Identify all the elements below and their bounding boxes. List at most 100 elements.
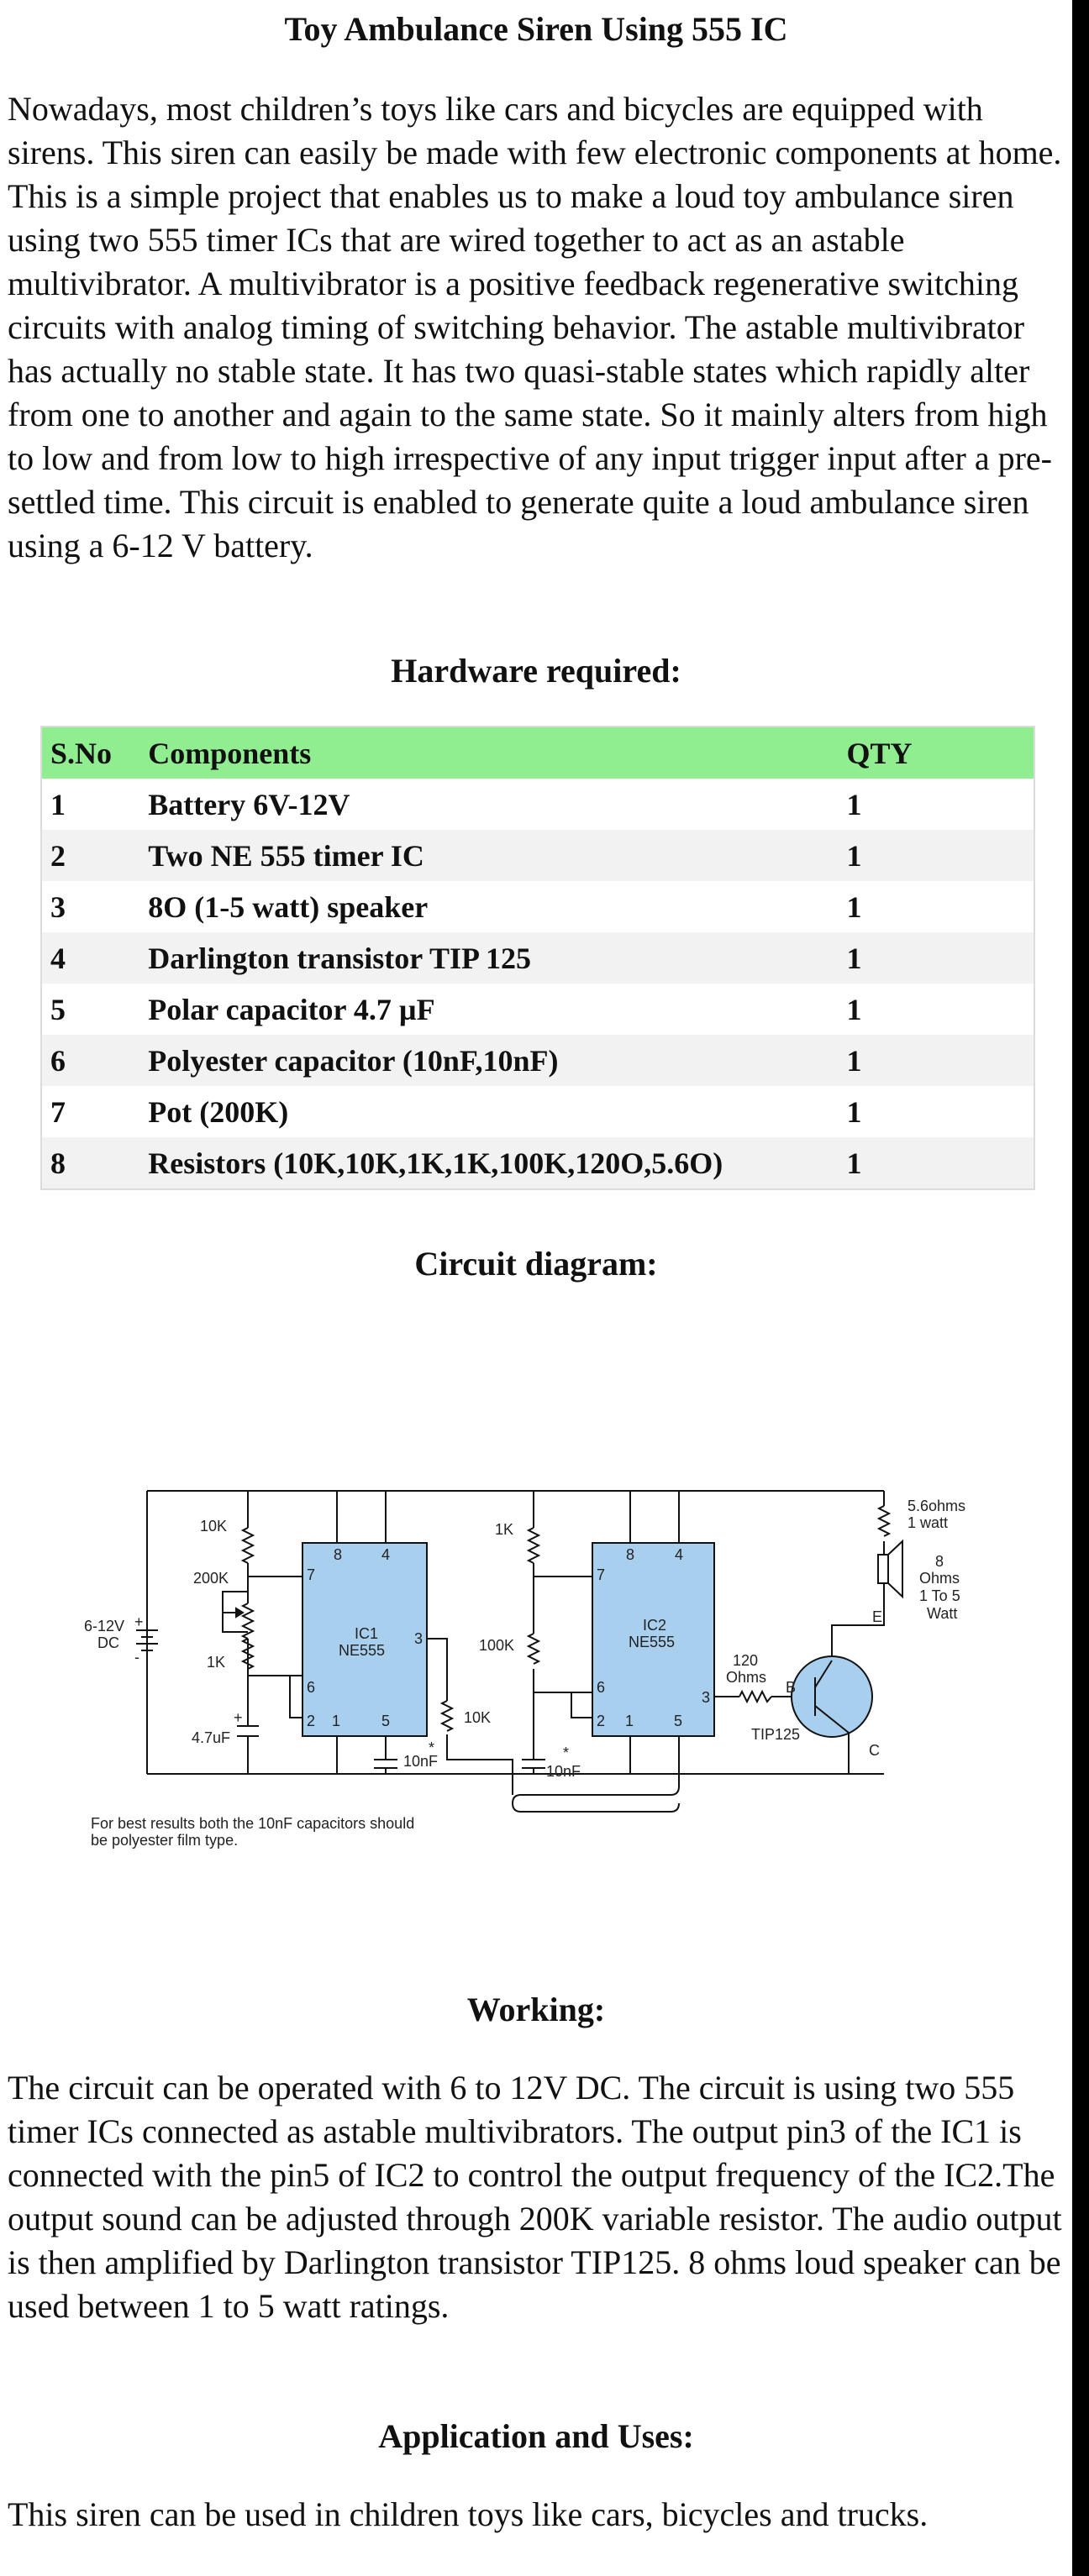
column-header-qty: QTY <box>846 736 913 770</box>
cell-sno: 2 <box>50 838 66 873</box>
table-row: 2 Two NE 555 timer IC 1 <box>41 830 1034 881</box>
ic1-pin-8: 8 <box>334 1546 342 1563</box>
speaker-body <box>877 1554 889 1584</box>
capacitor-10nf-2-mark: * <box>563 1744 569 1761</box>
base-resistor-unit: Ohms <box>726 1669 766 1686</box>
cell-qty: 1 <box>846 1043 862 1078</box>
cell-qty: 1 <box>846 941 862 975</box>
base-resistor-value: 120 <box>733 1652 758 1669</box>
capacitor-10nf-1-label: 10nF <box>403 1753 438 1770</box>
cell-component: Darlington transistor TIP 125 <box>148 941 531 975</box>
capacitor-10nf-2 <box>522 1759 545 1769</box>
ic1-pin-3: 3 <box>414 1630 423 1647</box>
cell-component: Battery 6V-12V <box>148 787 350 821</box>
cell-qty: 1 <box>846 787 862 821</box>
speaker-impedance: 8 <box>935 1553 944 1570</box>
supply-label-voltage: 6-12V <box>84 1618 124 1634</box>
capacitor-10nf-1 <box>374 1759 397 1769</box>
cell-qty: 1 <box>846 838 862 873</box>
resistor-200k-label: 200K <box>193 1570 229 1587</box>
cell-qty: 1 <box>846 889 862 924</box>
intro-paragraph: Nowadays, most children’s toys like cars… <box>8 90 1062 564</box>
wire-emitter <box>831 1583 885 1660</box>
components-table: S.No Components QTY 1 Battery 6V-12V 1 2… <box>40 726 1035 1190</box>
table-row: 5 Polar capacitor 4.7 µF 1 <box>41 984 1034 1035</box>
cell-component: Two NE 555 timer IC <box>148 838 424 873</box>
ic2-pin-7: 7 <box>597 1566 605 1583</box>
table-row: 3 8O (1-5 watt) speaker 1 <box>41 881 1034 932</box>
resistor-10k-left-label: 10K <box>200 1518 227 1535</box>
resistor-100k-label: 100K <box>479 1637 514 1654</box>
ic2-part-number: NE555 <box>629 1634 675 1650</box>
circuit-diagram-heading: Circuit diagram: <box>414 1245 658 1283</box>
transistor-label: TIP125 <box>751 1726 800 1743</box>
speaker-resistor-rating: 1 watt <box>908 1514 948 1531</box>
ic2-pin-1: 1 <box>625 1713 634 1729</box>
capacitor-10nf-1-mark: * <box>429 1739 434 1756</box>
ic1-pin-1: 1 <box>332 1713 340 1729</box>
resistor-1k-right-label: 1K <box>495 1521 513 1538</box>
resistor-10k-output-label: 10K <box>464 1709 491 1726</box>
ic1-label: IC1 <box>355 1625 378 1642</box>
ic2-pin-4: 4 <box>675 1546 683 1563</box>
circuit-note-line-2: be polyester film type. <box>91 1832 238 1849</box>
resistor-5-6-ohms <box>876 1505 892 1537</box>
ic2-pin-6: 6 <box>597 1679 605 1696</box>
page-title: Toy Ambulance Siren Using 555 IC <box>284 10 788 48</box>
resistor-200k-pot <box>240 1603 255 1640</box>
battery-plus-mark: + <box>134 1613 144 1630</box>
ic1-pin-5: 5 <box>381 1713 390 1729</box>
capacitor-4-7uf <box>237 1725 259 1737</box>
battery-minus-mark: - <box>134 1649 139 1666</box>
cell-component: Polar capacitor 4.7 µF <box>148 992 435 1026</box>
transistor-pin-b: B <box>786 1679 796 1696</box>
circuit-note-line-1: For best results both the 10nF capacitor… <box>91 1815 414 1832</box>
cell-component: 8O (1-5 watt) speaker <box>148 889 429 924</box>
page-scrollbar[interactable] <box>1072 0 1089 2576</box>
capacitor-4-7uf-label: 4.7uF <box>192 1729 230 1746</box>
resistor-100k <box>526 1633 541 1665</box>
column-header-components: Components <box>148 736 312 770</box>
speaker-impedance-unit: Ohms <box>919 1570 960 1587</box>
capacitor-4-7uf-polarity: + <box>234 1709 243 1726</box>
cell-qty: 1 <box>846 1146 862 1180</box>
transistor-pin-e: E <box>872 1608 882 1625</box>
wire-ic1-pin3 <box>427 1638 448 1701</box>
working-heading: Working: <box>466 1991 606 2028</box>
resistor-10k-left <box>240 1527 255 1564</box>
speaker-power-unit: Watt <box>927 1605 957 1622</box>
cell-sno: 3 <box>50 889 66 924</box>
table-row: 7 Pot (200K) 1 <box>41 1086 1034 1137</box>
ic2-chip <box>592 1542 715 1737</box>
column-header-sno: S.No <box>50 736 113 770</box>
cell-sno: 1 <box>50 787 66 821</box>
transistor-tip125 <box>791 1655 873 1738</box>
capacitor-10nf-2-label: 10nF <box>546 1763 581 1780</box>
circuit-diagram: 6-12V DC + - 10K 200K 1K 1K 100K 10K 4.7… <box>84 1490 965 1849</box>
speaker-cone <box>887 1539 903 1599</box>
ic2-label: IC2 <box>643 1617 666 1634</box>
resistor-1k-left <box>240 1638 255 1670</box>
wire-ic2-pin2 <box>571 1692 592 1718</box>
pot-arrow-head <box>235 1607 245 1619</box>
wire-ic2-pin5 <box>511 1736 680 1813</box>
cell-sno: 6 <box>50 1043 66 1078</box>
speaker-resistor-value: 5.6ohms <box>908 1498 965 1514</box>
ic1-pin-2: 2 <box>307 1713 315 1729</box>
applications-paragraph: This siren can be used in children toys … <box>8 2495 929 2533</box>
wire-ic1-pin2 <box>289 1676 302 1718</box>
table-row: 8 Resistors (10K,10K,1K,1K,100K,120O,5.6… <box>41 1137 1034 1189</box>
table-row: 4 Darlington transistor TIP 125 1 <box>41 932 1034 984</box>
transistor-emitter-leg <box>814 1660 833 1688</box>
ic1-pin-6: 6 <box>307 1679 315 1696</box>
wire-r10k-ic1out <box>446 1734 513 1795</box>
ic1-part-number: NE555 <box>339 1642 385 1659</box>
cell-qty: 1 <box>846 1094 862 1129</box>
cell-sno: 5 <box>50 992 66 1026</box>
working-paragraph: The circuit can be operated with 6 to 12… <box>8 2069 1062 2325</box>
cell-component: Resistors (10K,10K,1K,1K,100K,120O,5.6O) <box>148 1146 723 1180</box>
resistor-1k-right <box>526 1527 541 1564</box>
wire-pot-wiper <box>222 1591 248 1613</box>
table-header-row: S.No Components QTY <box>41 727 1034 779</box>
applications-heading: Application and Uses: <box>378 2417 694 2455</box>
